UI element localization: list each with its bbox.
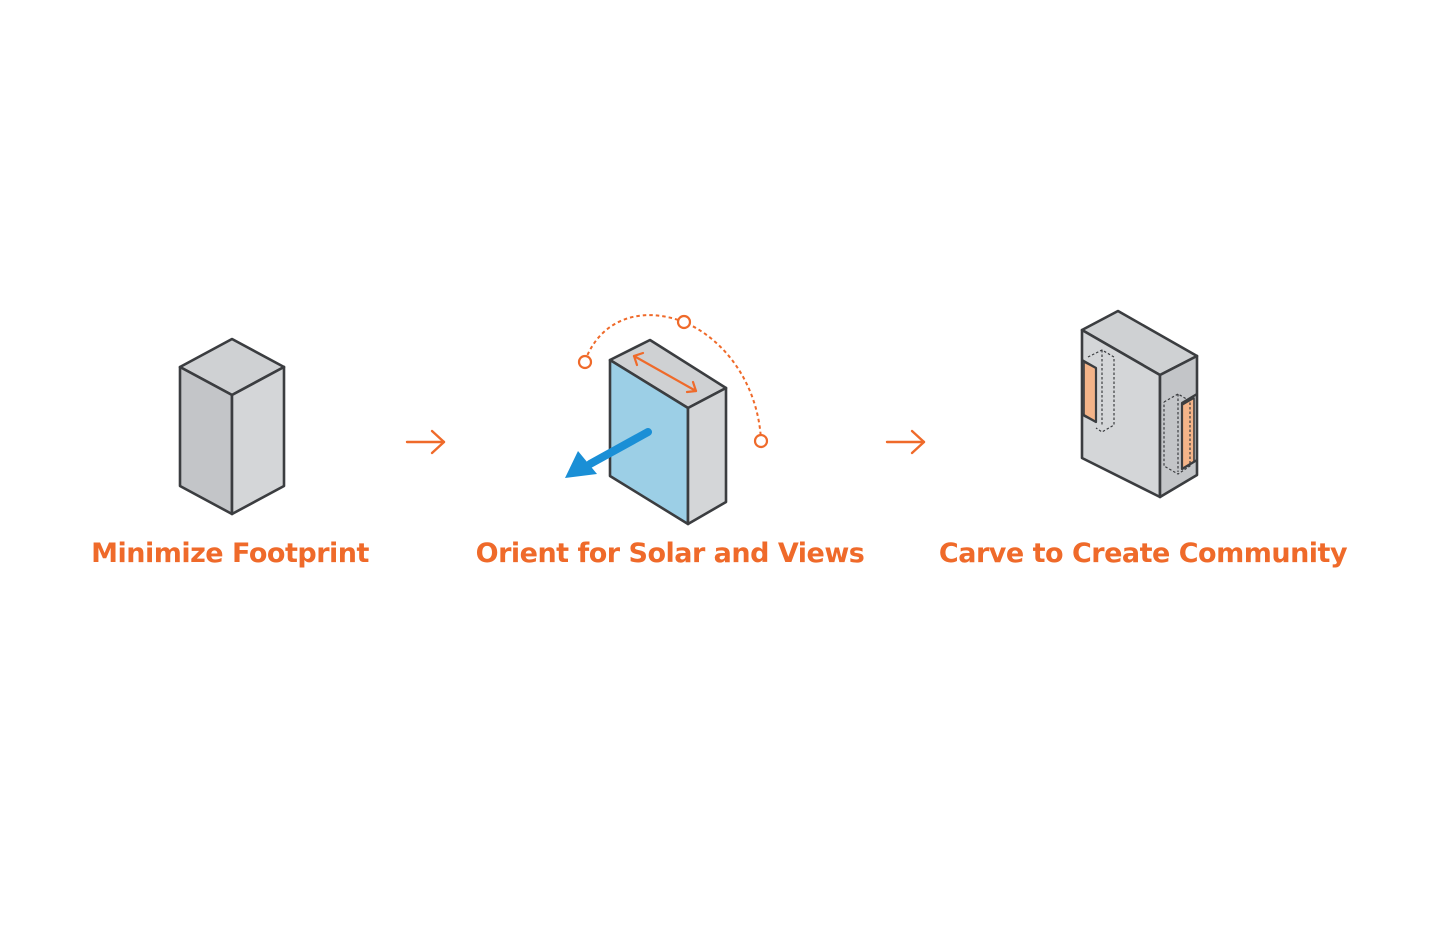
carved-niche-right [1163, 393, 1198, 475]
tower-block-icon [178, 337, 286, 516]
step-label-minimize-footprint: Minimize Footprint [91, 538, 369, 569]
carved-block-icon [1080, 309, 1199, 499]
sun-position-marker [753, 433, 769, 449]
arrow-right-icon [405, 429, 446, 455]
orientation-double-arrow [632, 351, 698, 394]
carved-niche-left [1081, 349, 1115, 433]
block-side-face [686, 386, 728, 526]
arrow-right-icon [885, 429, 926, 455]
view-direction-arrow [565, 428, 652, 478]
tower-right-face [230, 365, 286, 516]
step-label-orient-solar-views: Orient for Solar and Views [475, 538, 865, 569]
step-label-carve-community: Carve to Create Community [938, 538, 1348, 569]
sun-position-marker [577, 354, 593, 370]
oriented-block-icon [565, 314, 769, 526]
sun-position-marker [676, 314, 692, 330]
